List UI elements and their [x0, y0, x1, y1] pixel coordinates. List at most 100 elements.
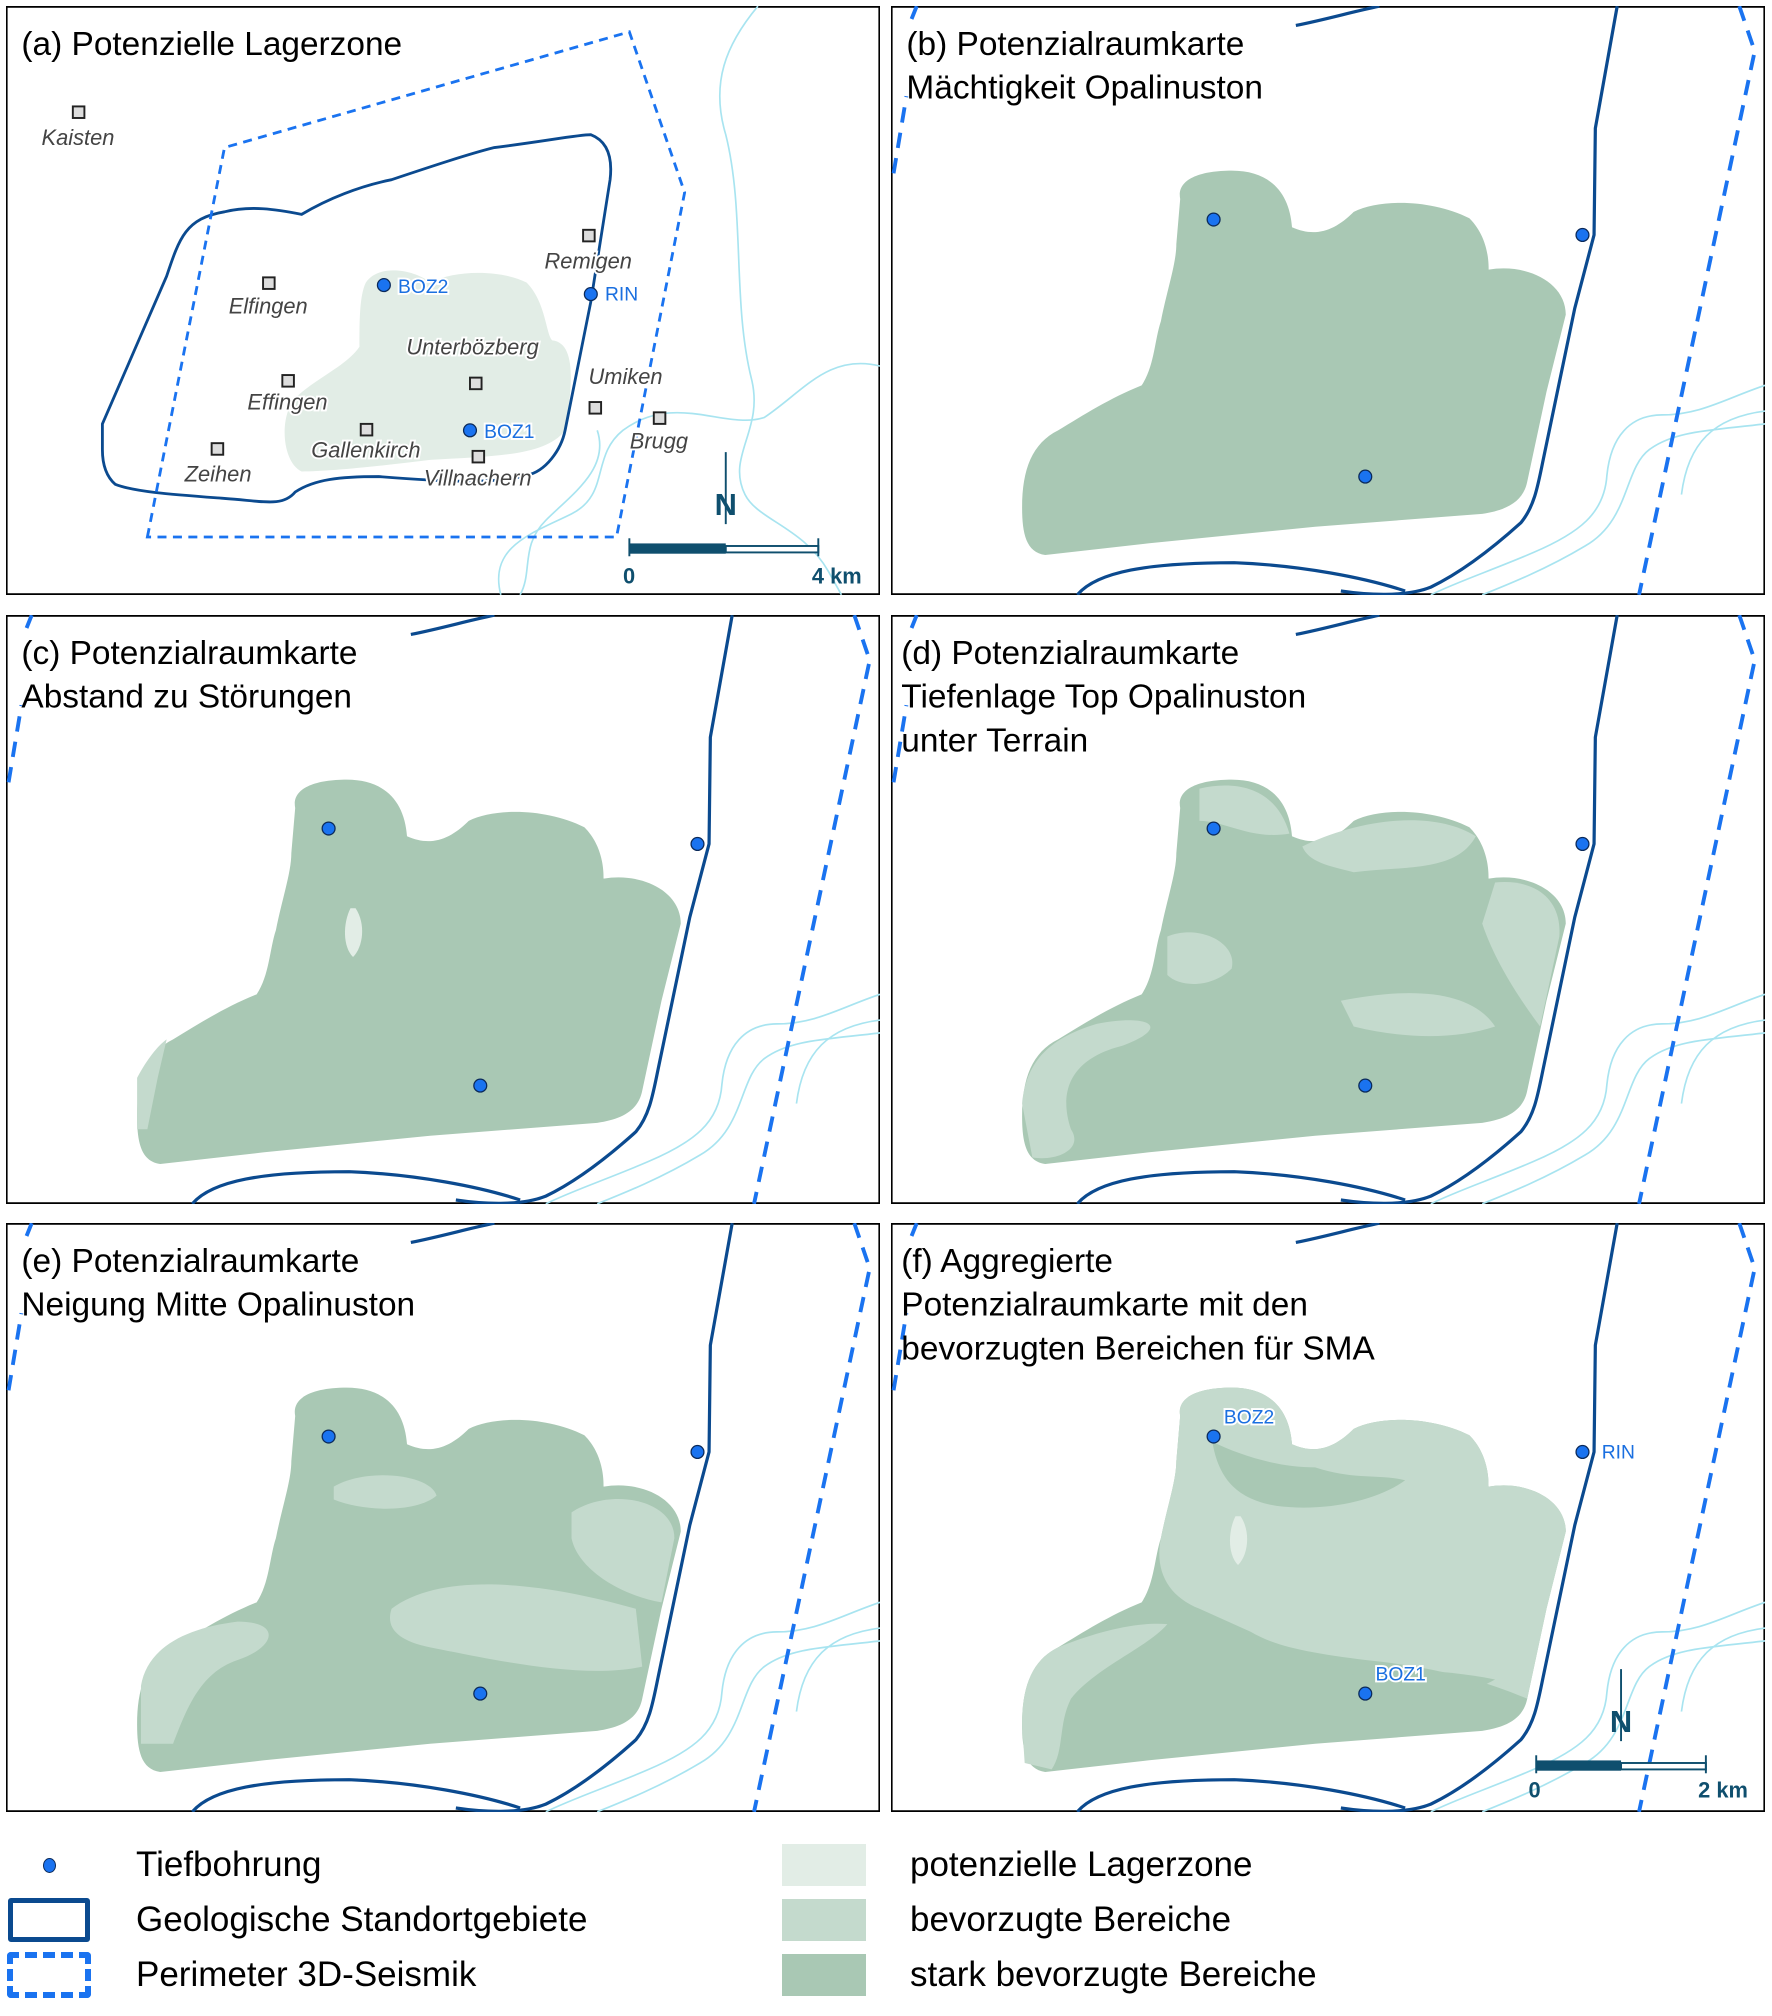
legend-item-potential-zone: potenzielle Lagerzone [782, 1840, 1252, 1890]
seismic-perimeter [891, 1312, 909, 1391]
scale-bar [628, 538, 820, 557]
panel-title-line: Abstand zu Störungen [21, 679, 352, 716]
well-marker [473, 1686, 488, 1701]
north-arrow-icon: N [1610, 1669, 1632, 1742]
well-label: BOZ2 [398, 277, 448, 298]
place-label: Villnachern [424, 466, 532, 491]
well-label: RIN [605, 285, 638, 306]
river [545, 1601, 880, 1812]
swatch-pale [782, 1844, 866, 1886]
panel-title-line: Neigung Mitte Opalinuston [21, 1287, 415, 1324]
river [497, 362, 880, 595]
geological-site-boundary [410, 1223, 495, 1245]
swatch-mid [782, 1899, 866, 1941]
geological-site-boundary [1076, 1778, 1406, 1812]
seismic-perimeter [752, 615, 872, 1204]
seismic-perimeter [1637, 1223, 1757, 1812]
preferred-area [389, 1584, 643, 1671]
dashed-outline-icon [6, 1952, 92, 1998]
panel-title-line: unter Terrain [901, 722, 1088, 759]
river [795, 1019, 880, 1104]
potential-zone-area [1229, 1516, 1248, 1566]
well-marker [473, 1078, 488, 1093]
river [545, 993, 880, 1204]
legend-label: Tiefbohrung [136, 1845, 322, 1884]
strongly-preferred-area [1022, 779, 1566, 1164]
panel-title-line: bevorzugten Bereichen für SMA [901, 1330, 1375, 1367]
scale-start-label: 0 [623, 563, 635, 588]
panel-title-line: Mächtigkeit Opalinuston [906, 70, 1263, 107]
place-marker [359, 422, 374, 437]
place-marker [210, 442, 225, 456]
geological-site-boundary [100, 133, 613, 504]
places [71, 105, 667, 464]
river [1430, 993, 1765, 1204]
legend-label: bevorzugte Bereiche [910, 1900, 1232, 1939]
preferred-area [1482, 882, 1560, 1027]
panel-a-potential-storage-zone: Kaisten Elfingen Effingen Zeihen Gallenk… [6, 6, 880, 595]
place-label: Unterbözberg [406, 334, 538, 359]
legend-item-well: Tiefbohrung [6, 1840, 322, 1890]
scale-bar [1535, 1755, 1707, 1774]
river [1481, 1032, 1765, 1204]
legend-label: stark bevorzugte Bereiche [910, 1955, 1317, 1994]
geological-site-boundary [1340, 6, 1619, 595]
geological-site-boundary [455, 1223, 734, 1812]
geological-site-boundary [1076, 1170, 1406, 1204]
well-label: RIN [1602, 1442, 1635, 1463]
north-label: N [715, 487, 737, 522]
scale-end-label: 4 km [812, 563, 862, 588]
well-marker [376, 278, 391, 293]
place-label: Gallenkirch [311, 437, 420, 462]
place-marker [588, 401, 603, 415]
preferred-area [137, 1039, 167, 1130]
geological-site-boundary [410, 615, 495, 637]
river [519, 430, 601, 595]
seismic-perimeter [1637, 615, 1757, 1204]
preferred-area [1022, 1623, 1168, 1770]
north-label: N [1610, 1704, 1632, 1739]
panel-title: (a) Potenzielle Lagerzone [21, 26, 402, 63]
panel-title-line: (c) Potenzialraumkarte [21, 635, 357, 672]
well-marker [1358, 1078, 1373, 1093]
seismic-perimeter [891, 704, 909, 783]
place-label: Effingen [247, 390, 327, 415]
scale-end-label: 2 km [1698, 1778, 1748, 1803]
well-marker [690, 836, 705, 852]
river [1481, 1640, 1765, 1812]
geological-site-boundary [1340, 1223, 1619, 1812]
river [1680, 1627, 1765, 1712]
panel-title-line: Tiefenlage Top Opalinuston [901, 679, 1306, 716]
well-marker [1575, 227, 1590, 243]
swatch-strong [782, 1954, 866, 1996]
place-marker [652, 411, 667, 425]
solid-outline-icon [6, 1898, 92, 1942]
geological-site-boundary [1295, 615, 1380, 637]
seismic-perimeter [909, 615, 919, 629]
scale-start-label: 0 [1529, 1778, 1541, 1803]
legend-label: Perimeter 3D-Seismik [136, 1955, 477, 1994]
well-marker [321, 1429, 336, 1444]
seismic-perimeter [909, 6, 919, 20]
seismic-perimeter [24, 615, 34, 629]
strongly-preferred-area [1315, 1670, 1496, 1712]
preferred-area [1022, 1020, 1151, 1159]
place-marker [262, 276, 276, 290]
river [1680, 1019, 1765, 1104]
geological-site-boundary [1295, 1223, 1380, 1245]
seismic-perimeter [24, 1223, 34, 1237]
river [1430, 1601, 1765, 1812]
strongly-preferred-area [1022, 170, 1566, 555]
geological-site-boundary [1295, 6, 1380, 28]
north-arrow-icon: N [715, 452, 737, 525]
place-label: Brugg [630, 428, 688, 453]
strongly-preferred-area [137, 779, 681, 1164]
potential-storage-zone [284, 270, 571, 472]
preferred-area [1340, 993, 1496, 1037]
